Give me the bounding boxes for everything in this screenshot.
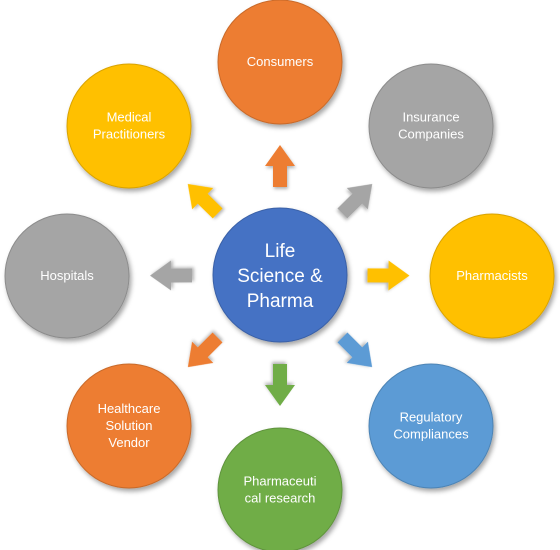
arrows-layer [150, 145, 410, 406]
arrow-to-pharmaceutical-research [265, 364, 295, 406]
node-pharmaceutical-research: Pharmaceuti cal research [217, 427, 343, 550]
node-label-line: Regulatory [400, 410, 463, 425]
node-label-line: cal research [245, 491, 316, 506]
node-circle [4, 213, 130, 339]
node-label-line: Practitioners [93, 127, 166, 142]
node-circle [217, 0, 343, 125]
node-label-line: Hospitals [40, 268, 94, 283]
arrow-to-medical-practitioners [187, 183, 223, 219]
node-label-line: Companies [398, 127, 464, 142]
node-circle [66, 63, 192, 189]
node-label-line: Pharmacists [456, 268, 528, 283]
arrow-to-healthcare-solution-vendor [187, 332, 223, 368]
arrow-to-insurance-companies [337, 183, 373, 219]
hub-circle [212, 207, 348, 343]
hub-label-line: Life [265, 241, 296, 262]
arrow-to-pharmacists [367, 260, 410, 291]
hub-label-line: Pharma [247, 291, 314, 312]
node-hospitals: Hospitals [4, 213, 130, 339]
node-consumers: Consumers [217, 0, 343, 125]
node-label-line: Compliances [393, 427, 469, 442]
node-label-line: Pharmaceuti [244, 474, 317, 489]
node-circle [368, 63, 494, 189]
node-pharmacists: Pharmacists [429, 213, 555, 339]
node-label-line: Insurance [402, 110, 459, 125]
node-label-line: Medical [107, 110, 152, 125]
hub-label-line: Science & [237, 266, 323, 287]
node-circle [429, 213, 555, 339]
nodes-layer: ConsumersInsuranceCompaniesPharmacistsRe… [4, 0, 555, 550]
arrow-to-regulatory-compliances [337, 332, 373, 368]
node-label-line: Solution [106, 418, 153, 433]
arrow-to-hospitals [150, 260, 193, 291]
node-label-line: Healthcare [98, 401, 161, 416]
node-label-line: Vendor [108, 435, 150, 450]
node-label-line: Consumers [247, 54, 314, 69]
node-circle [217, 427, 343, 550]
arrow-to-consumers [265, 145, 295, 187]
node-circle [368, 363, 494, 489]
node-circle [66, 363, 192, 489]
